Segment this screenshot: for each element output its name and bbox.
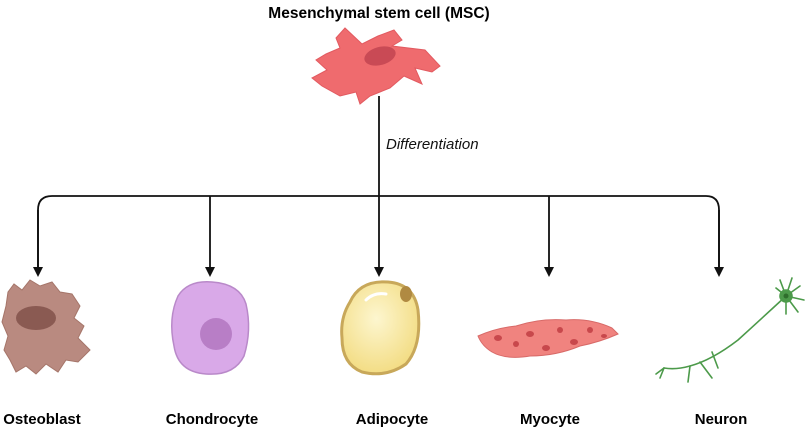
diagram-title: Mesenchymal stem cell (MSC) bbox=[268, 5, 490, 22]
adipocyte-icon bbox=[340, 280, 421, 376]
myocyte-icon bbox=[477, 319, 619, 358]
chondrocyte-icon bbox=[171, 281, 250, 375]
connector-lines bbox=[33, 96, 724, 277]
chondrocyte-label: Chondrocyte bbox=[165, 411, 259, 428]
osteoblast-icon bbox=[1, 279, 91, 375]
osteoblast-label: Osteoblast bbox=[3, 411, 81, 428]
differentiation-label: Differentiation bbox=[386, 136, 479, 153]
myocyte-label: Myocyte bbox=[519, 411, 581, 428]
msc-cell-icon bbox=[311, 27, 441, 105]
msc-nucleus-icon bbox=[364, 46, 396, 66]
neuron-icon bbox=[655, 277, 805, 383]
adipocyte-label: Adipocyte bbox=[355, 411, 429, 428]
neuron-label: Neuron bbox=[694, 411, 748, 428]
